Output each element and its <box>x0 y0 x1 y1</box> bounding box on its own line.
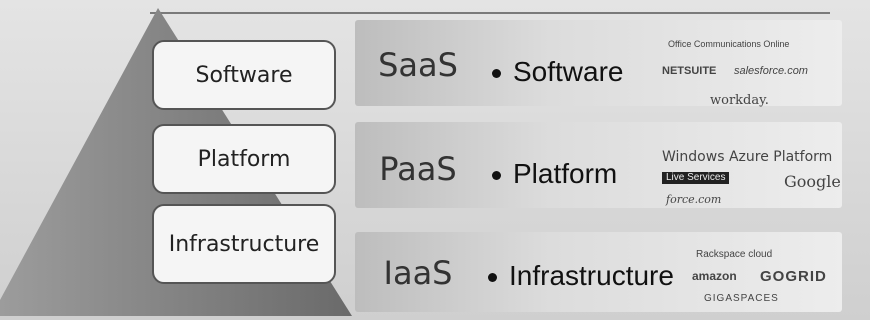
bullet-platform: Platform <box>492 158 617 190</box>
netsuite-logo: NETSUITE <box>662 65 717 77</box>
live-services-logo: Live Services <box>662 172 730 184</box>
row-band-iaas <box>355 232 842 312</box>
gogrid-logo: GOGRID <box>760 268 827 285</box>
rackspace-logo: Rackspace cloud <box>696 249 773 260</box>
saas-logos: Office Communications Online NETSUITE sa… <box>662 40 842 120</box>
abbr-iaas: IaaS <box>383 254 453 292</box>
google-logo: Google <box>784 172 841 191</box>
bullet-software-label: Software <box>513 56 624 87</box>
bullet-software: Software <box>492 56 624 88</box>
abbr-saas: SaaS <box>378 46 458 84</box>
abbr-paas: PaaS <box>379 150 457 188</box>
iaas-logos: Rackspace cloud amazon GOGRID GIGASPACES <box>690 250 850 316</box>
gigaspaces-logo: GIGASPACES <box>704 293 779 304</box>
tier-infrastructure: Infrastructure <box>152 204 336 284</box>
bullet-dot-icon <box>492 69 501 79</box>
row-band-saas <box>355 20 842 106</box>
azure-logo: Windows Azure Platform <box>662 149 833 165</box>
bullet-infrastructure: Infrastructure <box>488 260 674 292</box>
row-band-paas <box>355 122 842 208</box>
tier-software: Software <box>152 40 336 110</box>
paas-logos: Windows Azure Platform Live Services Goo… <box>662 150 842 220</box>
force-logo: force.com <box>666 193 722 206</box>
bullet-platform-label: Platform <box>513 158 618 189</box>
bullet-infrastructure-label: Infrastructure <box>509 260 674 291</box>
bullet-dot-icon <box>488 273 497 283</box>
workday-logo: workday. <box>710 93 769 108</box>
top-rule <box>150 12 830 14</box>
salesforce-logo: salesforce.com <box>734 65 808 77</box>
amazon-logo: amazon <box>692 269 737 283</box>
bullet-dot-icon <box>492 171 501 181</box>
office-logo: Office Communications Online <box>668 39 790 49</box>
tier-platform: Platform <box>152 124 336 194</box>
